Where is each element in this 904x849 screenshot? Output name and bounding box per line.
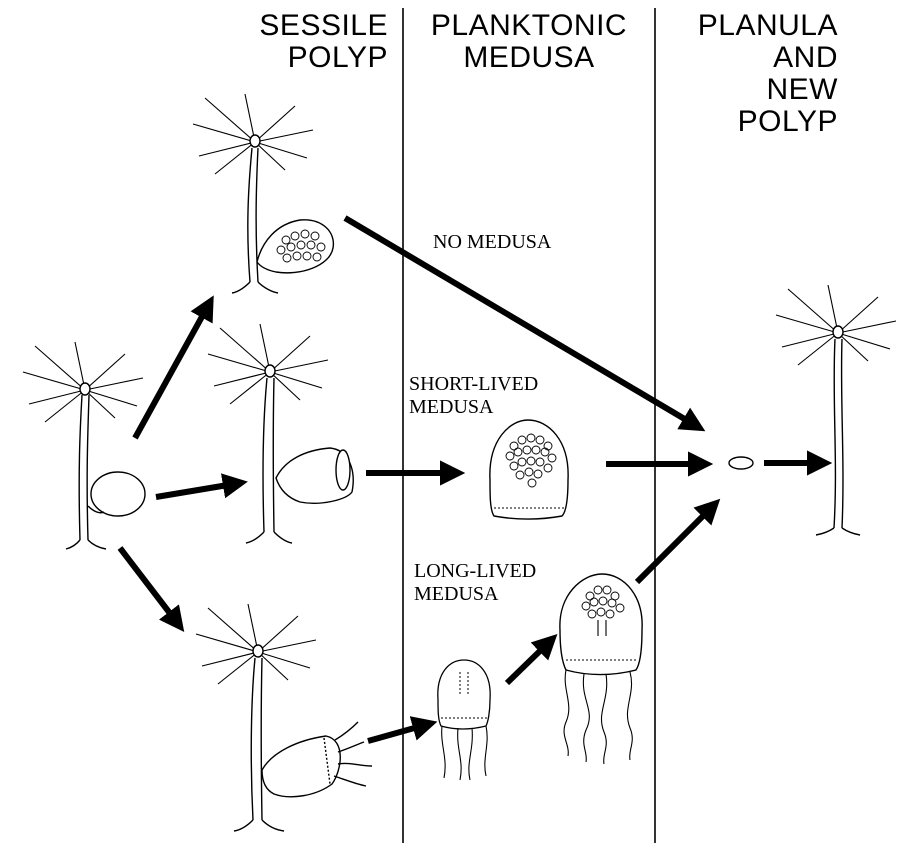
mature-medusa <box>560 574 642 764</box>
header-planula-new-polyp: PLANULA AND NEW POLYP <box>660 10 838 138</box>
label-short-lived-line1: SHORT-LIVED <box>409 373 538 396</box>
header-sessile-polyp: SESSILE POLYP <box>230 10 388 74</box>
arrow-mature-to-planula <box>637 513 706 582</box>
label-long-lived-line1: LONG-LIVED <box>414 560 536 583</box>
header-planktonic-medusa: PLANKTONIC MEDUSA <box>408 10 650 74</box>
header-sessile-line2: POLYP <box>230 42 388 74</box>
polyp-no-medusa <box>193 94 333 293</box>
header-sessile-line1: SESSILE <box>230 10 388 42</box>
label-long-lived-line2: MEDUSA <box>414 583 536 606</box>
label-short-lived-line2: MEDUSA <box>409 396 538 419</box>
header-planula-line4: POLYP <box>660 106 838 138</box>
label-no-medusa: NO MEDUSA <box>433 231 551 254</box>
header-planula-line1: PLANULA <box>660 10 838 42</box>
label-no-medusa-text: NO MEDUSA <box>433 231 551 254</box>
arrow-to-top-polyp <box>135 313 204 438</box>
young-medusa <box>438 660 490 780</box>
header-planktonic-line2: MEDUSA <box>408 42 650 74</box>
label-long-lived-medusa: LONG-LIVED MEDUSA <box>414 560 536 606</box>
polyp-short-medusa <box>208 324 353 543</box>
header-planktonic-line1: PLANKTONIC <box>408 10 650 42</box>
short-lived-medusa <box>490 420 568 519</box>
arrow-to-bottom-polyp <box>120 548 172 616</box>
header-planula-line2: AND <box>660 42 838 74</box>
parent-polyp <box>23 342 145 549</box>
header-planula-line3: NEW <box>660 74 838 106</box>
planula <box>729 457 753 469</box>
polyp-long-medusa <box>196 604 372 831</box>
arrow-young-to-mature <box>507 648 543 683</box>
arrow-to-middle-polyp <box>156 485 228 497</box>
new-polyp <box>776 285 896 535</box>
arrow-to-young-medusa <box>368 727 418 741</box>
label-short-lived-medusa: SHORT-LIVED MEDUSA <box>409 373 538 419</box>
